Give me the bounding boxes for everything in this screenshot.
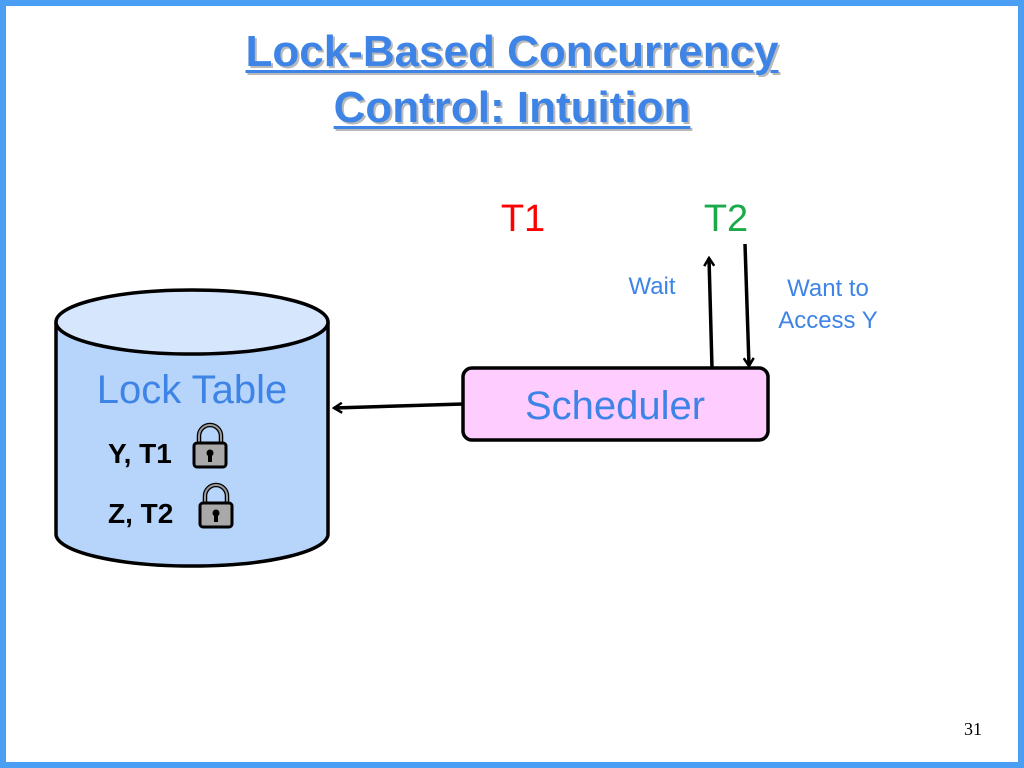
want-label-line-2: Access Y: [778, 307, 878, 334]
padlock-icon: [192, 422, 228, 469]
slide-title: Lock-Based Concurrency Control: Intuitio…: [6, 24, 1018, 136]
want-label-line-1: Want to: [787, 275, 869, 302]
transaction-t2-label: T2: [704, 198, 748, 240]
wait-label: Wait: [628, 273, 675, 300]
scheduler-label: Scheduler: [525, 384, 705, 428]
lock-table-arrow: [334, 404, 464, 408]
lock-table-cylinder: [54, 288, 330, 568]
lock-diagram: T1 T2 Wait Want to Access Y Scheduler Lo…: [54, 198, 878, 568]
lock-table-label: Lock Table: [97, 368, 288, 412]
title-line-2: Control: Intuition: [333, 83, 691, 132]
transaction-t1-label: T1: [501, 198, 545, 240]
lock-entry-y-t1: Y, T1: [108, 438, 172, 469]
wait-arrow: [709, 258, 712, 369]
page-number: 31: [964, 719, 982, 739]
padlock-icon: [198, 482, 234, 529]
title-line-1: Lock-Based Concurrency: [245, 27, 779, 76]
lock-entry-z-t2: Z, T2: [108, 498, 173, 529]
request-arrow: [745, 243, 749, 366]
